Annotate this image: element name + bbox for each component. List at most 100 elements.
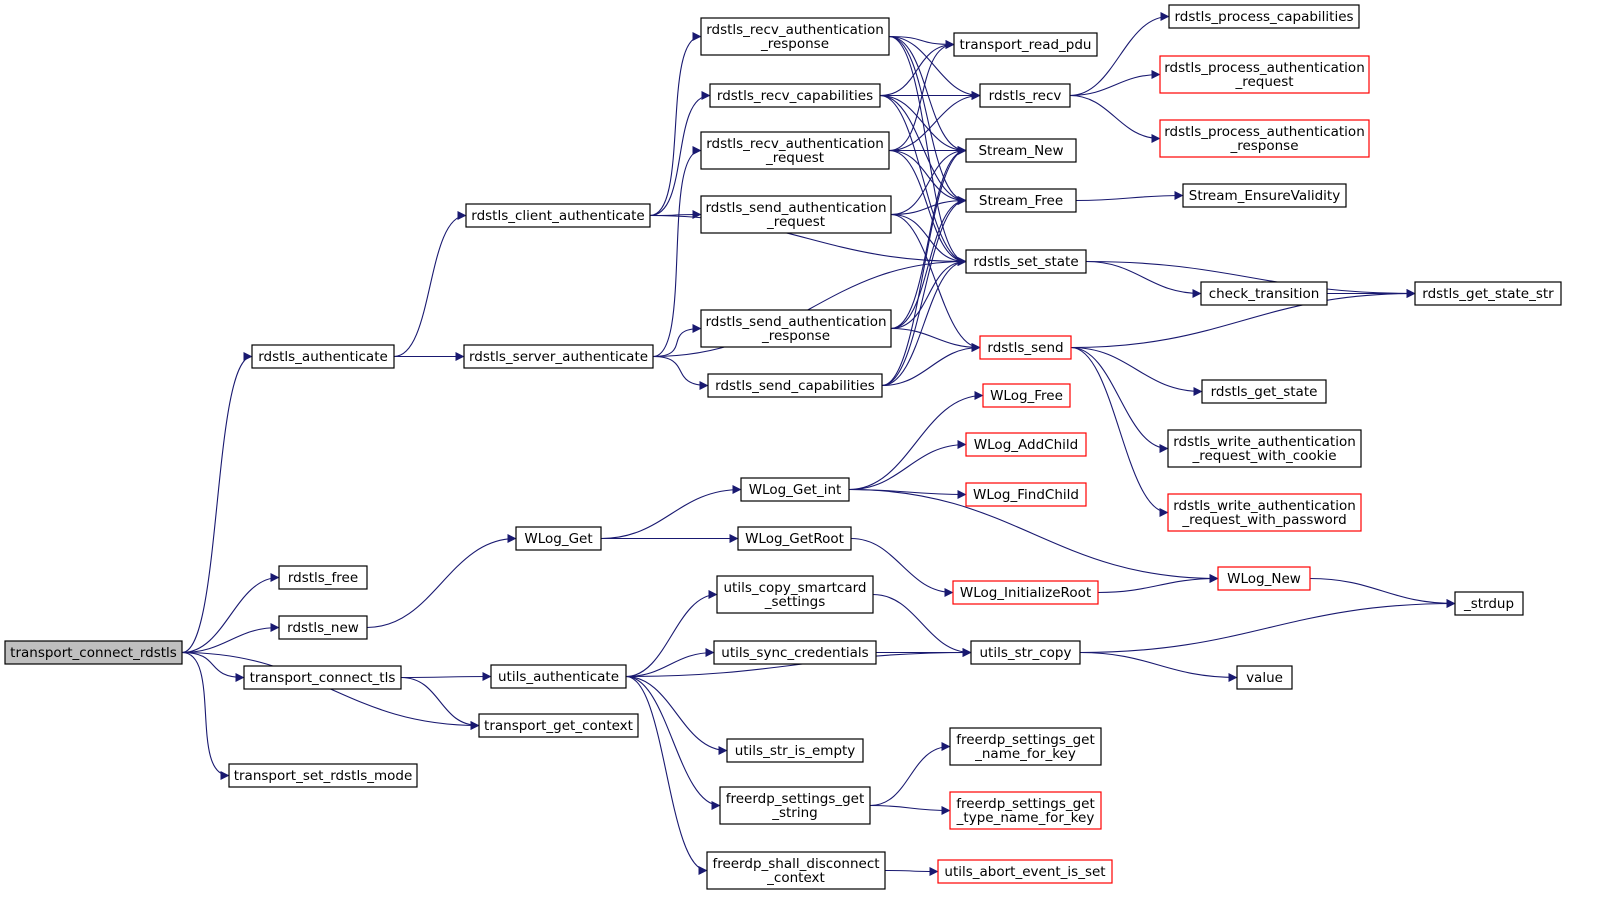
- node-label: _response: [1229, 138, 1298, 154]
- edge-utils-authenticate-to-utils-str-is-empty: [625, 675, 728, 755]
- node-rdstls-authenticate[interactable]: rdstls_authenticate: [251, 344, 395, 369]
- node-wlog-get-int[interactable]: WLog_Get_int: [740, 477, 850, 502]
- node-label: Stream_Free: [979, 193, 1063, 209]
- node-wlog-get[interactable]: WLog_Get: [515, 526, 602, 551]
- node-label: _strdup: [1463, 596, 1514, 612]
- edge-freerdp-shall-disconnect-context-to-utils-abort-event-is-set: [884, 866, 939, 876]
- node-box: [478, 713, 639, 738]
- node-freerdp-settings-get-name-for-key[interactable]: freerdp_settings_get_name_for_key: [949, 727, 1102, 766]
- node-utils-copy-smartcard-settings[interactable]: utils_copy_smartcard_settings: [716, 575, 874, 614]
- node-rdstls-client-authenticate[interactable]: rdstls_client_authenticate: [465, 203, 651, 228]
- node-freerdp-shall-disconnect-context[interactable]: freerdp_shall_disconnect_context: [706, 851, 886, 890]
- node-rdstls-recv-authentication-request[interactable]: rdstls_recv_authentication_request: [700, 131, 890, 170]
- node-box: [251, 344, 395, 369]
- node-box: [949, 791, 1102, 830]
- edge-rdstls-send-authentication-response-to-rdstls-set-state: [890, 257, 967, 330]
- node-box: [740, 477, 850, 502]
- node-rdstls-process-authentication-response[interactable]: rdstls_process_authentication_response: [1159, 119, 1370, 158]
- node-rdstls-process-authentication-request[interactable]: rdstls_process_authentication_request: [1159, 55, 1370, 94]
- edge-rdstls-server-authenticate-to-rdstls-send-authentication-response: [652, 324, 702, 358]
- edge-rdstls-recv-authentication-request-to-rdstls-recv: [888, 91, 981, 152]
- node-utils-authenticate[interactable]: utils_authenticate: [490, 664, 627, 689]
- node-wlog-free[interactable]: WLog_Free: [982, 383, 1071, 408]
- node-box: [726, 738, 864, 763]
- node-wlog-findchild[interactable]: WLog_FindChild: [965, 482, 1087, 507]
- node-transport-connect-tls[interactable]: transport_connect_tls: [243, 665, 402, 690]
- node-box: [965, 432, 1087, 457]
- node-box: [965, 138, 1077, 163]
- node-wlog-initializeroot[interactable]: WLog_InitializeRoot: [952, 580, 1099, 605]
- node-rdstls-server-authenticate[interactable]: rdstls_server_authenticate: [463, 344, 654, 369]
- node-stream-free[interactable]: Stream_Free: [965, 188, 1077, 213]
- node-wlog-addchild[interactable]: WLog_AddChild: [965, 432, 1087, 457]
- node-box: [1414, 281, 1562, 306]
- node-stream-ensurevalidity[interactable]: Stream_EnsureValidity: [1182, 183, 1347, 208]
- node-wlog-new[interactable]: WLog_New: [1217, 566, 1311, 591]
- node-freerdp-settings-get-type-name-for-key[interactable]: freerdp_settings_get_type_name_for_key: [949, 791, 1102, 830]
- node-transport-get-context[interactable]: transport_get_context: [478, 713, 639, 738]
- node-label: utils_str_is_empty: [735, 743, 856, 759]
- node-stream-new[interactable]: Stream_New: [965, 138, 1077, 163]
- node-rdstls-process-capabilities[interactable]: rdstls_process_capabilities: [1168, 4, 1360, 29]
- node-transport-set-rdstls-mode[interactable]: transport_set_rdstls_mode: [228, 763, 418, 788]
- node-rdstls-send-authentication-response[interactable]: rdstls_send_authentication_response: [700, 309, 892, 348]
- edge-rdstls-recv-authentication-response-to-rdstls-set-state: [888, 35, 967, 266]
- node-label: _request: [766, 214, 825, 230]
- node-box: [700, 195, 892, 234]
- node-check-transition[interactable]: check_transition: [1200, 281, 1328, 306]
- node-freerdp-settings-get-string[interactable]: freerdp_settings_get_string: [719, 786, 871, 825]
- node-rdstls-set-state[interactable]: rdstls_set_state: [965, 249, 1087, 274]
- node-box: [490, 664, 627, 689]
- node-rdstls-free[interactable]: rdstls_free: [278, 565, 368, 590]
- edge-rdstls-send-authentication-request-to-stream-new: [890, 146, 967, 216]
- node-rdstls-send-capabilities[interactable]: rdstls_send_capabilities: [707, 373, 883, 398]
- node-utils-sync-credentials[interactable]: utils_sync_credentials: [713, 640, 877, 665]
- node-rdstls-write-authentication-request-with-password[interactable]: rdstls_write_authentication_request_with…: [1167, 493, 1362, 532]
- node-transport-connect-rdstls[interactable]: transport_connect_rdstls: [4, 640, 183, 665]
- node-rdstls-send[interactable]: rdstls_send: [979, 335, 1072, 360]
- node-utils-abort-event-is-set[interactable]: utils_abort_event_is_set: [937, 859, 1113, 884]
- node-label: transport_read_pdu: [960, 37, 1092, 53]
- node-label: freerdp_shall_disconnect: [712, 856, 879, 872]
- node-label: _type_name_for_key: [956, 810, 1095, 826]
- node-rdstls-new[interactable]: rdstls_new: [278, 615, 368, 640]
- node-rdstls-recv-capabilities[interactable]: rdstls_recv_capabilities: [709, 83, 881, 108]
- node-label: Stream_EnsureValidity: [1189, 188, 1340, 204]
- edge-transport-connect-tls-to-transport-get-context: [400, 676, 480, 730]
- node-rdstls-recv-authentication-response[interactable]: rdstls_recv_authentication_response: [700, 17, 890, 56]
- node-utils-str-copy[interactable]: utils_str_copy: [970, 640, 1081, 665]
- node-label: _request: [765, 150, 824, 166]
- edge-rdstls-send-to-rdstls-get-state-str: [1070, 289, 1416, 349]
- node-label: rdstls_process_capabilities: [1174, 9, 1353, 25]
- edge-rdstls-recv-authentication-request-to-transport-read-pdu: [888, 40, 955, 152]
- node-strdup[interactable]: _strdup: [1454, 591, 1524, 616]
- edge-wlog-get-int-to-wlog-addchild: [848, 440, 967, 491]
- node-rdstls-write-authentication-request-with-cookie[interactable]: rdstls_write_authentication_request_with…: [1167, 429, 1362, 468]
- node-box: [700, 131, 890, 170]
- node-rdstls-get-state-str[interactable]: rdstls_get_state_str: [1414, 281, 1562, 306]
- node-wlog-getroot[interactable]: WLog_GetRoot: [737, 526, 852, 551]
- node-rdstls-send-authentication-request[interactable]: rdstls_send_authentication_request: [700, 195, 892, 234]
- node-label: utils_abort_event_is_set: [944, 864, 1105, 880]
- edge-rdstls-set-state-to-check-transition: [1085, 260, 1202, 298]
- node-box: [1236, 665, 1293, 690]
- node-box: [278, 615, 368, 640]
- node-transport-read-pdu[interactable]: transport_read_pdu: [953, 32, 1098, 57]
- node-label: rdstls_get_state_str: [1422, 286, 1554, 302]
- node-rdstls-recv[interactable]: rdstls_recv: [979, 83, 1071, 108]
- node-rdstls-get-state[interactable]: rdstls_get_state: [1201, 379, 1327, 404]
- node-box: [1182, 183, 1347, 208]
- node-box: [706, 851, 886, 890]
- node-box: [1159, 119, 1370, 158]
- edge-transport-connect-rdstls-to-rdstls-free: [181, 573, 280, 654]
- node-box: [4, 640, 183, 665]
- edge-transport-connect-tls-to-utils-authenticate: [400, 672, 492, 682]
- node-value[interactable]: value: [1236, 665, 1293, 690]
- edge-rdstls-send-authentication-response-to-rdstls-send: [890, 327, 981, 352]
- node-label: rdstls_get_state: [1211, 384, 1318, 400]
- edge-utils-authenticate-to-freerdp-shall-disconnect-context: [625, 675, 708, 875]
- node-label: freerdp_settings_get: [726, 791, 865, 807]
- edge-rdstls-recv-authentication-response-to-stream-free: [888, 35, 967, 205]
- node-label: _request_with_password: [1181, 512, 1346, 528]
- node-utils-str-is-empty[interactable]: utils_str_is_empty: [726, 738, 864, 763]
